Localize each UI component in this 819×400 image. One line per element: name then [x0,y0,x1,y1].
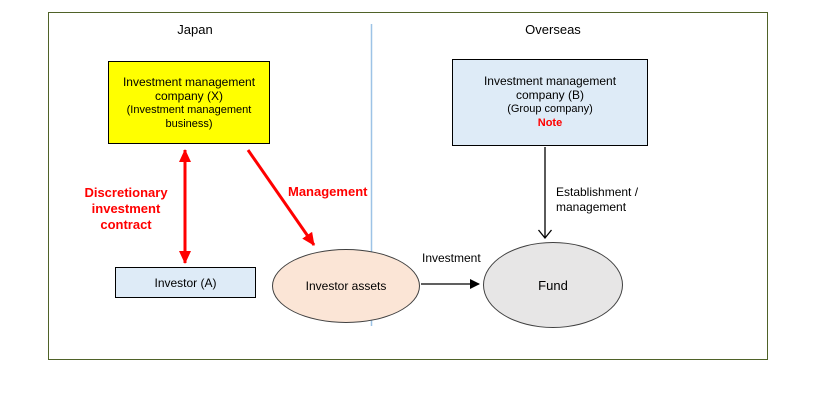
fund-label: Fund [538,277,568,293]
investor-assets-ellipse: Investor assets [272,249,420,323]
fund-ellipse: Fund [483,242,623,328]
discretionary-contract-label: Discretionary investment contract [84,185,168,232]
investor-a-box: Investor (A) [115,267,256,298]
company-b-note: Note [537,117,563,129]
company-b-title: Investment management company (B) [483,74,617,102]
company-x-box: Investment management company (X) (Inves… [108,61,270,144]
region-label-overseas: Overseas [525,22,581,37]
investor-assets-label: Investor assets [305,279,387,293]
outer-frame [48,12,768,360]
company-x-subtitle: (Investment management business) [126,103,252,130]
region-label-japan: Japan [177,22,213,37]
company-b-box: Investment management company (B) (Group… [452,59,648,146]
investor-a-label: Investor (A) [154,275,217,290]
establishment-label: Establishment / management [556,185,639,214]
establishment-arrow [537,147,553,240]
management-arrow [246,149,316,246]
company-b-subtitle: (Group company) [507,103,593,115]
company-x-title: Investment management company (X) [122,74,256,103]
establishment-arrow-head [537,229,553,240]
investment-label: Investment [422,251,481,265]
management-label: Management [288,184,368,199]
